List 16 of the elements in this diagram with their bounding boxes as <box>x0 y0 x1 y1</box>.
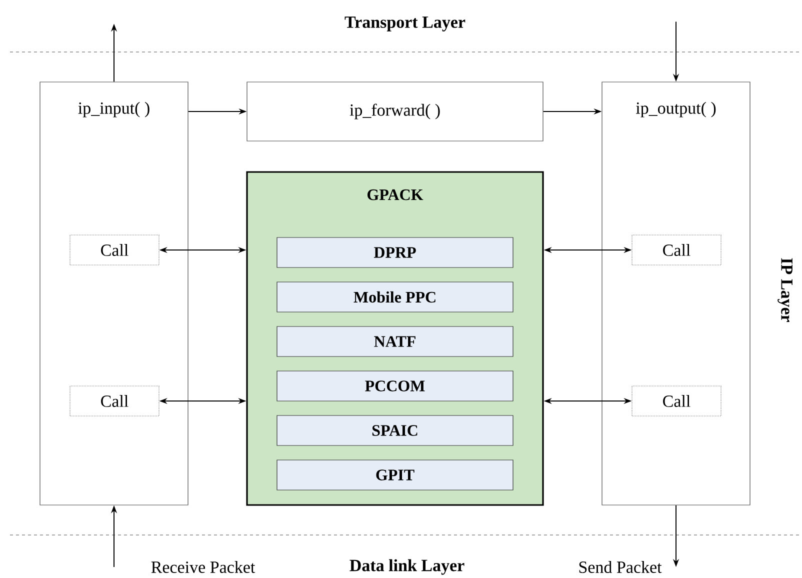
call-box: Call <box>70 234 160 266</box>
call-box: Call <box>632 234 722 266</box>
module-box: DPRP <box>276 237 514 268</box>
call-box: Call <box>632 386 722 416</box>
flow-label: Send Packet <box>579 561 662 573</box>
module-box: SPAIC <box>276 415 514 446</box>
module-box: NATF <box>276 326 514 357</box>
module-box: Mobile PPC <box>276 282 514 312</box>
flow-label: Receive Packet <box>151 561 256 573</box>
function-box: ip_forward( ) <box>246 82 544 142</box>
layer-label: Data link Layer <box>350 559 464 575</box>
call-box: Call <box>70 386 160 416</box>
layer-label: Transport Layer <box>344 16 466 32</box>
module-box: PCCOM <box>276 370 514 402</box>
module-box: GPIT <box>276 460 514 490</box>
layer-label: IP Layer <box>778 258 792 322</box>
